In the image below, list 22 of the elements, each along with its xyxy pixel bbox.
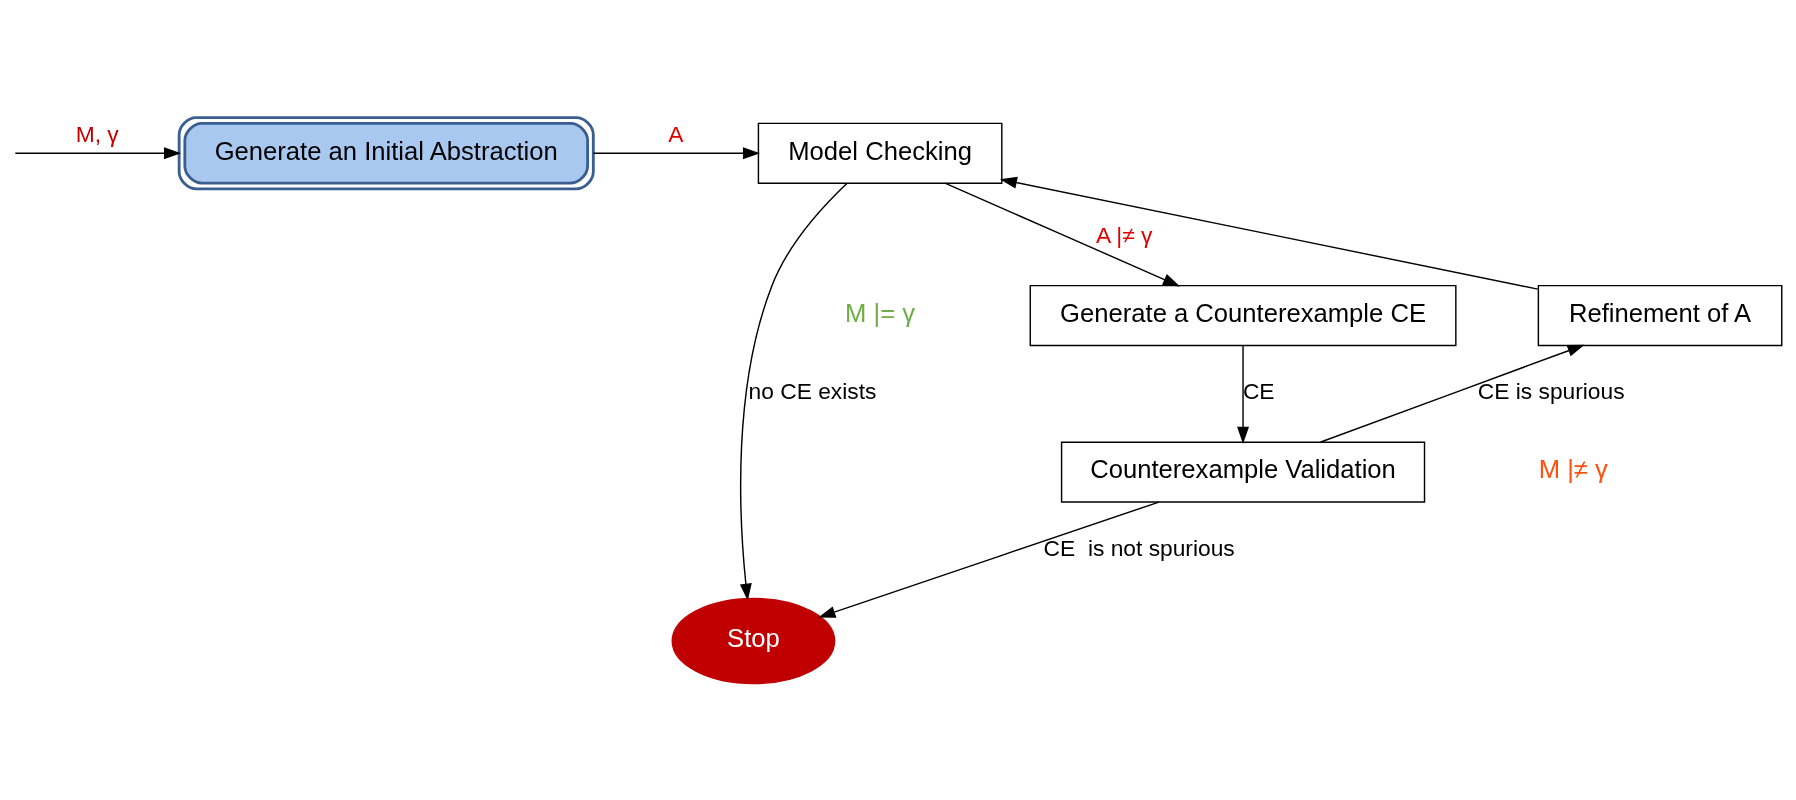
label: M |= γ: [845, 298, 916, 327]
edge-label: M, γ: [75, 120, 119, 147]
edge-label: CE is not spurious: [1043, 534, 1235, 561]
arrow: [1320, 344, 1585, 443]
node-box: Refinement of A: [1537, 284, 1783, 346]
label: M |≠ γ: [1538, 454, 1608, 483]
arrow: [739, 182, 848, 601]
arrow: [818, 500, 1160, 618]
arrow: [592, 146, 761, 159]
arrow: [1237, 344, 1250, 444]
node-box: Generate a Counterexample CE: [1029, 284, 1457, 346]
node-box: Model Checking: [757, 122, 1003, 184]
edge-label: no CE exists: [748, 377, 877, 404]
arrow: [999, 176, 1539, 290]
node-box: Generate an Initial Abstraction: [177, 115, 595, 190]
node-box: Counterexample Validation: [1060, 441, 1426, 503]
edge-label: A |≠ γ: [1096, 221, 1153, 248]
arrow: [944, 182, 1181, 286]
edge-label: CE is spurious: [1477, 377, 1625, 404]
arrow: [14, 146, 182, 159]
edge-label: CE: [1242, 377, 1275, 404]
edge-label: A: [668, 120, 684, 147]
